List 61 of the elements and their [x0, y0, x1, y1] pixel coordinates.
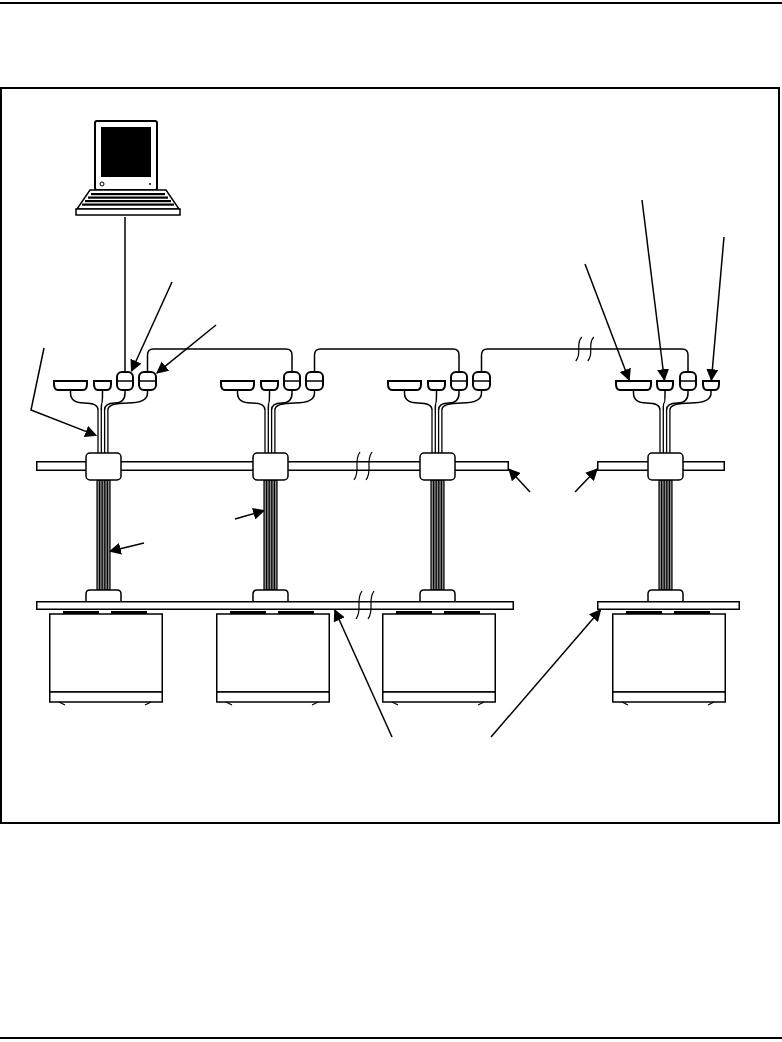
cable-wire [665, 390, 689, 411]
computer-terminal-drawing [75, 121, 181, 217]
leader-line [156, 324, 217, 374]
cable-connector [387, 380, 422, 391]
leader-line [490, 609, 602, 738]
cable-wire [437, 390, 460, 411]
equipment-cabinet [612, 611, 726, 705]
wire-bundle [430, 410, 444, 455]
cable-wire [434, 390, 438, 411]
leader-line [574, 468, 598, 493]
cable-connector [53, 380, 88, 391]
wire-bundle [263, 410, 277, 455]
cable-wire [236, 390, 266, 411]
cable-wire [669, 390, 712, 411]
wire-bundle [658, 410, 672, 455]
cable-wire [662, 390, 666, 411]
cable-wire [403, 390, 433, 411]
cable-connector [305, 371, 324, 391]
cable-wire [103, 390, 126, 411]
leader-line [234, 507, 266, 520]
cable-connector [615, 380, 652, 391]
cable-connector [260, 380, 279, 391]
leader-line [30, 347, 98, 438]
leader-line [706, 236, 725, 382]
cable-wire [441, 390, 483, 411]
cable-connector [220, 380, 255, 391]
equipment-cabinet [382, 611, 496, 705]
cable-connector [93, 380, 112, 391]
cable-connector [450, 371, 468, 391]
leader-line [108, 542, 145, 555]
ribbon-cable [264, 480, 277, 590]
cable-line [480, 348, 689, 372]
cable-line [124, 216, 126, 372]
cable-connector [138, 371, 157, 391]
cable-connector [427, 380, 446, 391]
cable-connector [472, 371, 491, 391]
cable-wire [632, 390, 661, 411]
cable-connector [679, 371, 697, 391]
cable-wire [270, 390, 293, 411]
equipment-cabinet [49, 611, 163, 705]
ribbon-cable [431, 480, 444, 590]
leader-line [508, 468, 531, 493]
ribbon-cable [97, 480, 110, 590]
cable-connector [702, 380, 720, 391]
leader-line [641, 199, 669, 382]
leader-line [333, 608, 393, 738]
cable-wire [69, 390, 99, 411]
cable-connector [116, 371, 134, 391]
cable-connector [656, 380, 674, 391]
cable-line [313, 348, 460, 372]
cable-wire [267, 390, 271, 411]
cable-connector [283, 371, 301, 391]
wire-bundle [96, 410, 110, 455]
ribbon-cable [659, 480, 672, 590]
cable-wire [107, 390, 149, 411]
cable-wire [274, 390, 316, 411]
equipment-cabinet [216, 611, 330, 705]
leader-line [130, 281, 173, 373]
leader-line [584, 263, 631, 382]
cable-line [146, 348, 293, 372]
cable-wire [100, 390, 104, 411]
